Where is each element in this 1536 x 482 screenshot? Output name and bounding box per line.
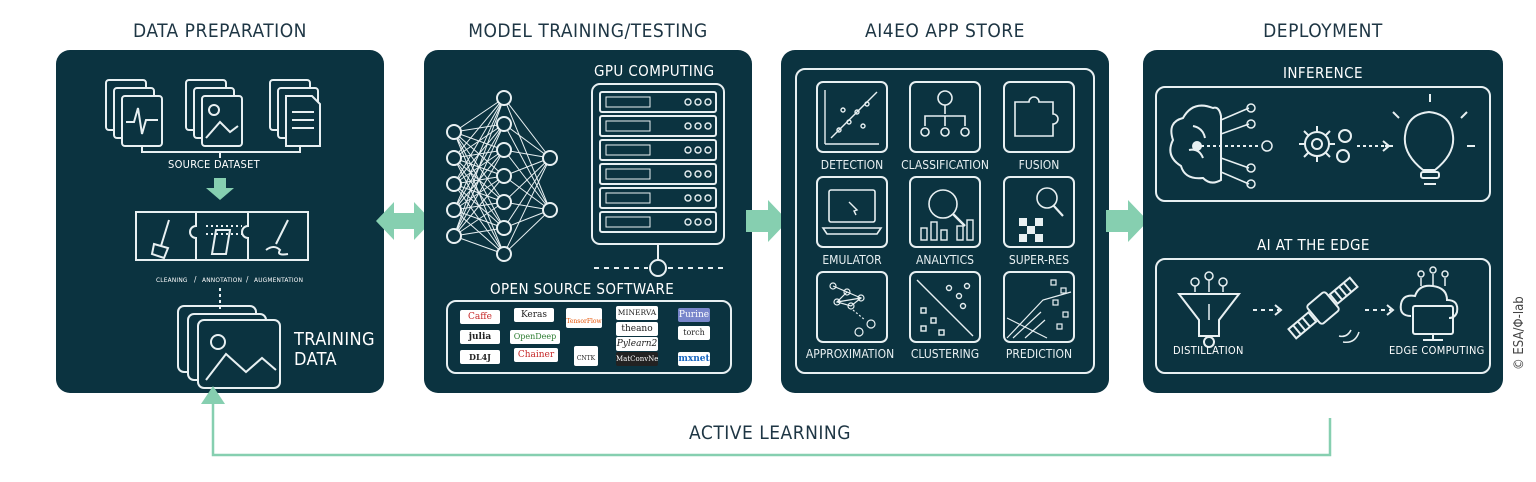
logo-matconvnet: MatConvNet — [616, 352, 658, 366]
logo-minerva: MINERVA — [616, 306, 658, 320]
cleaning-label: CLEANING — [156, 276, 188, 284]
inference-frame — [1155, 86, 1491, 202]
stage-title-model-training: MODEL TRAINING/TESTING — [468, 20, 708, 42]
app-clustering-label: CLUSTERING — [910, 347, 980, 361]
edge-computing-label: EDGE COMPUTING — [1389, 344, 1485, 357]
training-data-label-line1: TRAINING — [294, 329, 376, 350]
source-files-icon — [105, 79, 321, 389]
logo-dl4j: DL4J — [460, 350, 500, 364]
neural-network-icon — [446, 90, 558, 262]
separator-1: / — [194, 275, 197, 284]
ai-at-the-edge-label: AI AT THE EDGE — [1257, 236, 1370, 254]
oss-logos-frame — [446, 300, 732, 374]
logo-julia: julia — [460, 330, 500, 344]
annotation-label: ANNOTATION — [202, 276, 243, 284]
augmentation-label: AUGMENTATION — [254, 276, 304, 284]
logo-theano: theano — [616, 322, 658, 336]
logo-purine: Purine — [678, 308, 710, 322]
copyright-credit: © ESA/Φ-lab — [1512, 296, 1527, 370]
training-data-label-line2: DATA — [294, 349, 337, 370]
app-fusion-label: FUSION — [1018, 158, 1060, 172]
logo-mxnet: mxnet — [678, 352, 710, 366]
stage-title-app-store: AI4EO APP STORE — [865, 20, 1025, 42]
arrow-right-icon-2 — [1106, 200, 1148, 242]
logo-caffe: Caffe — [460, 310, 500, 324]
app-detection-label: DETECTION — [820, 158, 884, 172]
separator-2: / — [246, 275, 249, 284]
gpu-server-icon — [591, 83, 725, 277]
app-icons — [816, 81, 1075, 343]
app-super-res-label: SUPER-RES — [1008, 253, 1070, 267]
logo-cntk: CNTK — [574, 346, 598, 366]
logo-opendeep: OpenDeep — [510, 330, 560, 344]
app-prediction-label: PREDICTION — [1005, 347, 1073, 361]
app-approximation-label: APPROXIMATION — [805, 347, 895, 361]
double-arrow-icon — [376, 202, 432, 240]
logo-chainer: Chainer — [514, 348, 558, 362]
app-analytics-label: ANALYTICS — [915, 253, 975, 267]
logo-torch: torch — [678, 326, 710, 340]
logo-pylearn2: Pylearn2 — [616, 337, 658, 351]
stage-title-deployment: DEPLOYMENT — [1263, 20, 1383, 42]
app-classification-label: CLASSIFICATION — [901, 158, 989, 172]
edge-frame — [1155, 258, 1491, 374]
panel-data-preparation: SOURCE DATASET CLEANING / ANNOTATION / A… — [56, 50, 384, 393]
gpu-computing-label: GPU COMPUTING — [594, 62, 715, 80]
deployment-icons — [1169, 94, 1475, 348]
active-learning-label: ACTIVE LEARNING — [689, 422, 851, 444]
logo-tensorflow: TensorFlow — [566, 308, 602, 328]
inference-label: INFERENCE — [1283, 64, 1363, 82]
panel-app-store: DETECTION CLASSIFICATION FUSION EMULATOR… — [781, 50, 1109, 393]
arrow-right-icon — [746, 200, 788, 242]
distillation-label: DISTILLATION — [1173, 344, 1244, 357]
app-store-frame — [795, 68, 1095, 374]
app-emulator-label: EMULATOR — [822, 253, 882, 267]
panel-deployment: INFERENCE AI AT THE EDGE — [1143, 50, 1503, 393]
source-dataset-label: SOURCE DATASET — [168, 158, 261, 171]
open-source-software-label: OPEN SOURCE SOFTWARE — [490, 280, 675, 298]
logo-keras: Keras — [514, 308, 554, 322]
stage-title-data-preparation: DATA PREPARATION — [133, 20, 307, 42]
panel-model-training: GPU COMPUTING OPEN SOURCE SOFTWARE — [424, 50, 752, 393]
